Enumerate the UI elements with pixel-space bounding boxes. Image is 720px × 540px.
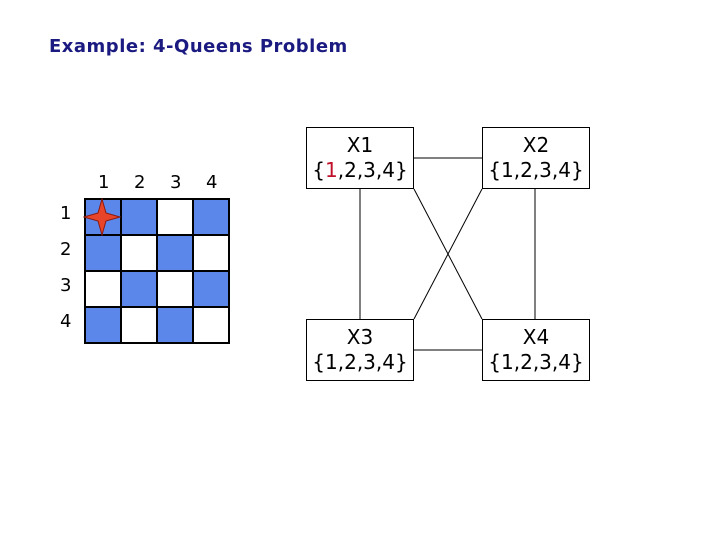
board-cell-r4-c3 bbox=[157, 307, 193, 343]
col-label-3: 3 bbox=[170, 172, 182, 193]
board-cell-r2-c4 bbox=[193, 235, 229, 271]
domain-highlighted-value: 1 bbox=[325, 158, 338, 182]
variable-x2-domain: {1,2,3,4} bbox=[488, 158, 584, 182]
domain-rest: ,2,3,4} bbox=[337, 158, 408, 182]
board-cell-r1-c3 bbox=[157, 199, 193, 235]
edge-x2-x3 bbox=[413, 188, 483, 320]
domain-open-brace: { bbox=[312, 158, 325, 182]
row-label-4: 4 bbox=[60, 311, 72, 332]
board-cell-r2-c3 bbox=[157, 235, 193, 271]
board-cell-r3-c1 bbox=[85, 271, 121, 307]
variable-x4-name: X4 bbox=[522, 325, 550, 349]
board-cell-r4-c2 bbox=[121, 307, 157, 343]
variable-x2-name: X2 bbox=[522, 133, 550, 157]
board-cell-r3-c4 bbox=[193, 271, 229, 307]
variable-x4: X4 {1,2,3,4} bbox=[482, 319, 590, 381]
board-cell-r3-c2 bbox=[121, 271, 157, 307]
queen-star-icon bbox=[83, 198, 121, 236]
variable-x1-name: X1 bbox=[346, 133, 374, 157]
chess-board bbox=[84, 198, 230, 344]
col-label-1: 1 bbox=[98, 172, 110, 193]
variable-x2: X2 {1,2,3,4} bbox=[482, 127, 590, 189]
variable-x3: X3 {1,2,3,4} bbox=[306, 319, 414, 381]
board-cell-r1-c2 bbox=[121, 199, 157, 235]
slide-title: Example: 4-Queens Problem bbox=[49, 36, 348, 57]
col-label-4: 4 bbox=[206, 172, 218, 193]
board-cell-r4-c4 bbox=[193, 307, 229, 343]
variable-x3-domain: {1,2,3,4} bbox=[312, 350, 408, 374]
row-label-2: 2 bbox=[60, 239, 72, 260]
board-cell-r1-c4 bbox=[193, 199, 229, 235]
variable-x3-name: X3 bbox=[346, 325, 374, 349]
board-cell-r4-c1 bbox=[85, 307, 121, 343]
board-cell-r3-c3 bbox=[157, 271, 193, 307]
variable-x1-domain: {1,2,3,4} bbox=[312, 158, 407, 183]
variable-x1: X1 {1,2,3,4} bbox=[306, 127, 414, 189]
board-cell-r2-c1 bbox=[85, 235, 121, 271]
row-label-1: 1 bbox=[60, 203, 72, 224]
row-label-3: 3 bbox=[60, 275, 72, 296]
variable-x4-domain: {1,2,3,4} bbox=[488, 350, 584, 374]
board-cell-r2-c2 bbox=[121, 235, 157, 271]
col-label-2: 2 bbox=[134, 172, 146, 193]
